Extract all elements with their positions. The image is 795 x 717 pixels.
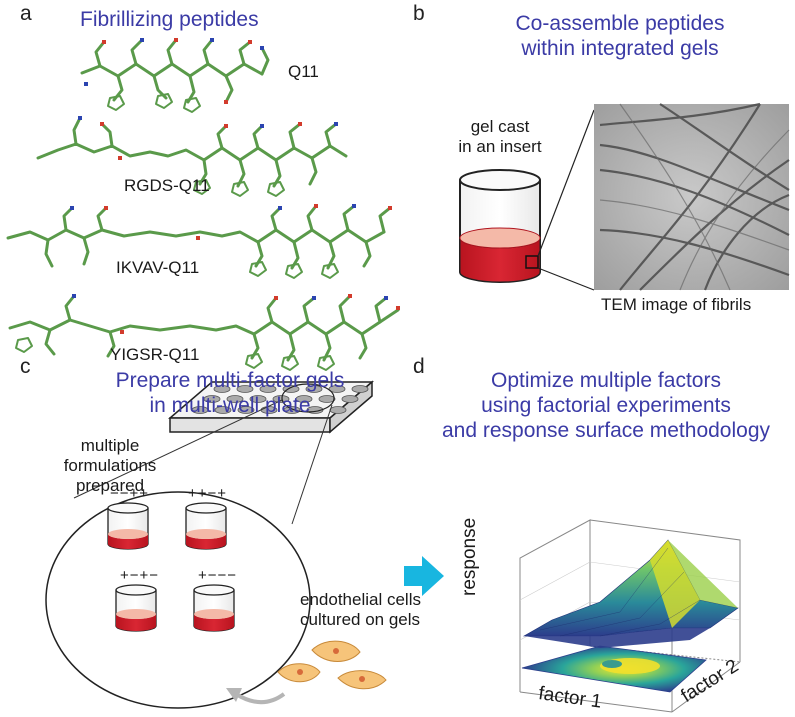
insert-signs-4: +−−− (198, 567, 238, 584)
endothelial-cells-label: endothelial cells cultured on gels (300, 590, 421, 630)
endothelial-cells-label-line1: endothelial cells (300, 590, 421, 609)
insert-signs-1: −−++ (110, 485, 150, 502)
panel-d-title-line3: and response surface methodology (441, 419, 771, 442)
multiwell-plate (167, 380, 375, 434)
panel-a-letter: a (20, 2, 32, 25)
mini-insert-2 (185, 502, 227, 550)
insert-signs-2: ++−+ (188, 485, 228, 502)
panel-b-title-line2: within integrated gels (521, 37, 719, 60)
peptide-rgds-q11-atoms (78, 116, 338, 160)
panel-d-title-line1: Optimize multiple factors (491, 369, 721, 392)
endothelial-cells (277, 640, 387, 690)
gel-cast-label-line1: gel cast (470, 117, 530, 136)
z-axis-label: response (459, 517, 480, 596)
panel-b-title: Co-assemble peptides within integrated g… (455, 11, 785, 61)
formulations-label-line1: multiple (80, 436, 140, 455)
mini-insert-1 (107, 502, 149, 550)
peptide-yigsr-q11-structure (8, 294, 400, 371)
peptide-q11-atoms (84, 38, 264, 104)
panel-b-title-line1: Co-assemble peptides (515, 12, 725, 35)
tem-image (594, 102, 790, 291)
mini-insert-3 (115, 584, 157, 632)
right-arrow-icon (404, 556, 444, 596)
cell-seeding-arrow-icon (226, 688, 286, 705)
insert-signs-3: +−+− (120, 567, 160, 584)
panel-c-title-line1: Prepare multi-factor gels (115, 369, 345, 392)
peptide-q11-structure (80, 38, 270, 113)
formulations-label-line3: prepared (75, 476, 145, 495)
formulations-label-line2: formulations (63, 456, 157, 475)
panel-b-letter: b (413, 2, 425, 25)
peptide-yigsr-q11-atoms (72, 294, 400, 334)
gel-insert-cylinder (459, 109, 595, 291)
formulations-label: multiple formulations prepared (52, 436, 168, 496)
panel-c-letter: c (20, 355, 31, 378)
peptide-label-ikvav-q11: IKVAV-Q11 (116, 258, 200, 277)
zoom-lines (73, 399, 333, 525)
panel-c-title: Prepare multi-factor gels in multi-well … (80, 368, 380, 418)
peptide-label-q11: Q11 (288, 62, 319, 81)
panel-a-title: Fibrillizing peptides (80, 8, 259, 31)
panel-c-title-line2: in multi-well plate (149, 394, 311, 417)
tem-caption: TEM image of fibrils (601, 295, 752, 314)
panel-d-letter: d (413, 355, 425, 378)
mini-insert-4 (193, 584, 235, 632)
response-surface-plot (519, 519, 741, 713)
peptide-ikvav-q11-structure (6, 204, 392, 279)
endothelial-cells-label-line2: cultured on gels (300, 610, 421, 629)
panel-d-title-line2: using factorial experiments (481, 394, 731, 417)
peptide-label-yigsr-q11: YIGSR-Q11 (110, 345, 200, 364)
zoom-circle (45, 491, 311, 709)
peptide-ikvav-q11-atoms (70, 204, 392, 240)
gel-cast-label: gel cast in an insert (448, 117, 552, 157)
gel-cast-label-line2: in an insert (458, 137, 542, 156)
peptide-rgds-q11-structure (36, 116, 348, 197)
panel-d-title: Optimize multiple factors using factoria… (420, 368, 792, 443)
peptide-label-rgds-q11: RGDS-Q11 (124, 176, 210, 195)
